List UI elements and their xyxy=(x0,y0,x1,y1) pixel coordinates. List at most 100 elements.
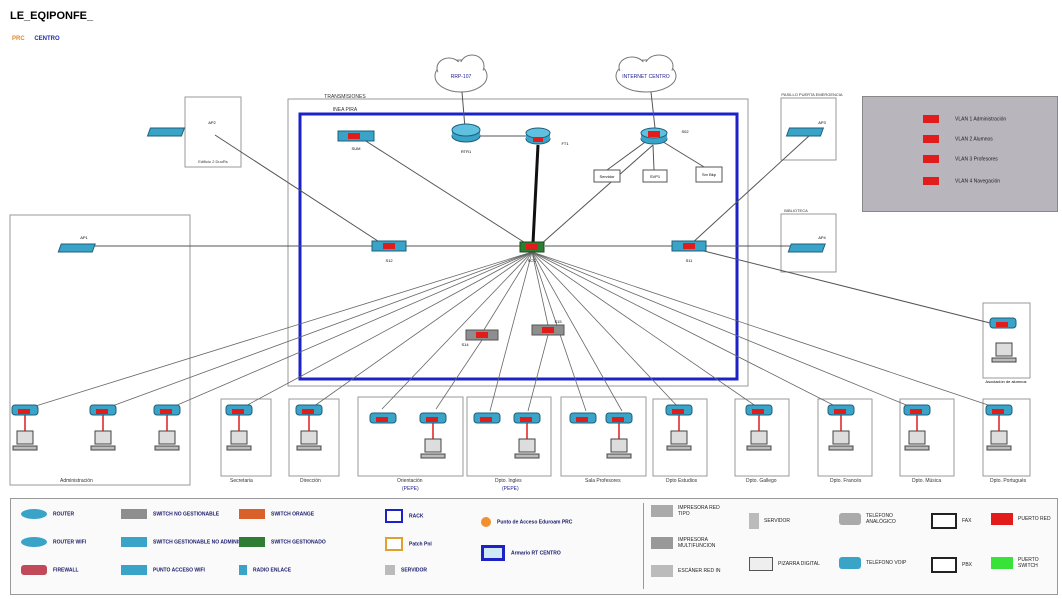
server-icon xyxy=(385,565,395,575)
legend-item: PUERTO RED xyxy=(991,513,1052,525)
device-label: S12 xyxy=(385,258,393,263)
legend-item: TELÉFONO ANALÓGICO xyxy=(839,513,910,525)
legend-item: IMPRESORA RED TIPO xyxy=(651,505,722,517)
subtitle-prc: PRC xyxy=(12,36,25,42)
server-box xyxy=(593,169,621,183)
phone-icon xyxy=(839,513,861,525)
page-title: LE_EQIPONFE_ xyxy=(10,10,94,22)
page-subtitle: PRC CENTRO xyxy=(12,36,60,42)
area-label: INEA PIRA xyxy=(333,107,358,113)
ip-phone-icon xyxy=(665,404,693,416)
legend-item: ROUTER WIFI xyxy=(21,537,86,547)
legend-item: SWITCH GESTIONADO xyxy=(239,537,326,547)
ip-phone-icon xyxy=(605,412,633,424)
legend-label: ROUTER xyxy=(53,511,75,518)
access-point-icon xyxy=(57,243,96,253)
legend-label: TELÉFONO VOIP xyxy=(866,560,907,566)
switch-icon xyxy=(531,324,565,336)
group-label: Orientación xyxy=(397,478,423,484)
monitor-icon xyxy=(749,557,773,571)
red-icon xyxy=(991,513,1013,525)
network-area-icon xyxy=(481,545,505,561)
cloud-icon xyxy=(615,54,677,93)
ip-phone-icon xyxy=(839,557,861,569)
legend-item: SERVIDOR xyxy=(749,513,808,529)
switch-managed-icon xyxy=(121,537,147,547)
group-label: Dpto. Música xyxy=(912,478,942,484)
device-label: AP1 xyxy=(80,235,88,240)
legend-label: PUERTO RED xyxy=(1018,516,1051,522)
area-label: TRANSMISIONES xyxy=(324,94,366,100)
legend-label: SWITCH NO GESTIONABLE xyxy=(153,511,220,518)
group-label: Sala Profesores xyxy=(585,478,621,484)
access-point-icon xyxy=(787,243,826,253)
legend-label: IMPRESORA MULTIFUNCION xyxy=(678,537,716,549)
legend-label: RADIO ENLACE xyxy=(253,567,292,574)
ip-phone-icon xyxy=(89,404,117,416)
pc-icon xyxy=(986,415,1012,451)
legend-label: PUERTO SWITCH xyxy=(1018,557,1039,569)
students-area xyxy=(982,302,1031,379)
access-point-icon xyxy=(146,127,186,137)
ip-phone-icon xyxy=(985,404,1013,416)
router-icon xyxy=(640,127,668,145)
vlan-legend: VLAN 1 Administración VLAN 2 Alumnos VLA… xyxy=(862,96,1058,212)
legend-label: PUNTO ACCESO WIFI xyxy=(153,567,205,574)
legend-label: Punto de Acceso Eduroam PRC xyxy=(497,519,573,526)
ip-phone-icon xyxy=(295,404,323,416)
router-icon xyxy=(21,509,47,519)
vlan-item: VLAN 3 Profesores xyxy=(923,155,998,163)
group-label: Dpto Estudios xyxy=(666,478,698,484)
admin-area xyxy=(9,214,191,486)
legend-label: ROUTER WIFI xyxy=(53,539,87,546)
printer-icon xyxy=(651,505,673,517)
router-wifi-icon xyxy=(21,537,47,547)
legend-item: PUNTO ACCESO WIFI xyxy=(121,565,205,575)
access-point-icon xyxy=(785,127,825,137)
legend-item: SWITCH ORANGE xyxy=(239,509,314,519)
rack-icon xyxy=(385,509,403,523)
ip-phone-icon xyxy=(369,412,397,424)
transmissions-area xyxy=(287,98,749,387)
vlan-item: VLAN 4 Navegación xyxy=(923,177,1000,185)
group-sublabel: (PEPE) xyxy=(402,486,419,492)
access-point-icon xyxy=(121,565,147,575)
group-sublabel: (PEPE) xyxy=(502,486,519,492)
area-label: Asociación de alumnos xyxy=(985,379,1026,384)
vlan-item: VLAN 1 Administración xyxy=(923,115,1006,123)
group-label: Secretaria xyxy=(230,478,253,484)
group-label: Dpto. Francés xyxy=(830,478,862,484)
group-label: Dpto. Ingles xyxy=(495,478,522,484)
ip-phone-icon xyxy=(827,404,855,416)
device-label: SUM xyxy=(352,146,361,151)
area-label: PASILLO PUERTA EMERGENCIA xyxy=(781,92,842,97)
legend-item: ROUTER xyxy=(21,509,74,519)
legend-label: Patch Pnl xyxy=(409,541,432,548)
server-label: Srv Bkp xyxy=(702,172,717,177)
switch-icon xyxy=(671,240,707,252)
group-label: Dpto. Gallego xyxy=(746,478,777,484)
ip-phone-icon xyxy=(11,404,39,416)
legend-label: SWITCH ORANGE xyxy=(271,511,315,518)
ip-phone-icon xyxy=(745,404,773,416)
legend-item: Punto de Acceso Eduroam PRC xyxy=(481,517,572,527)
router-icon xyxy=(451,123,481,143)
legend-item: IMPRESORA MULTIFUNCION xyxy=(651,537,722,549)
pc-icon xyxy=(606,423,632,459)
area-label: BIBLIOTECA xyxy=(784,208,808,213)
subtitle-centro: CENTRO xyxy=(34,36,60,42)
ip-phone-icon xyxy=(989,317,1017,329)
right-top-area xyxy=(780,97,837,161)
legend-label: RACK xyxy=(409,513,424,520)
radio-link-icon xyxy=(239,565,247,575)
device-label: S15 xyxy=(554,319,562,324)
legend-item: SERVIDOR xyxy=(385,565,427,575)
device-label: AP2 xyxy=(208,120,216,125)
switch-icon xyxy=(371,240,407,252)
device-label: S14 xyxy=(461,342,469,347)
legend-item: RACK xyxy=(385,509,423,523)
legend-label: PBX xyxy=(962,562,973,568)
vlan-item: VLAN 2 Alumnos xyxy=(923,135,993,143)
firewall-icon xyxy=(21,565,47,575)
